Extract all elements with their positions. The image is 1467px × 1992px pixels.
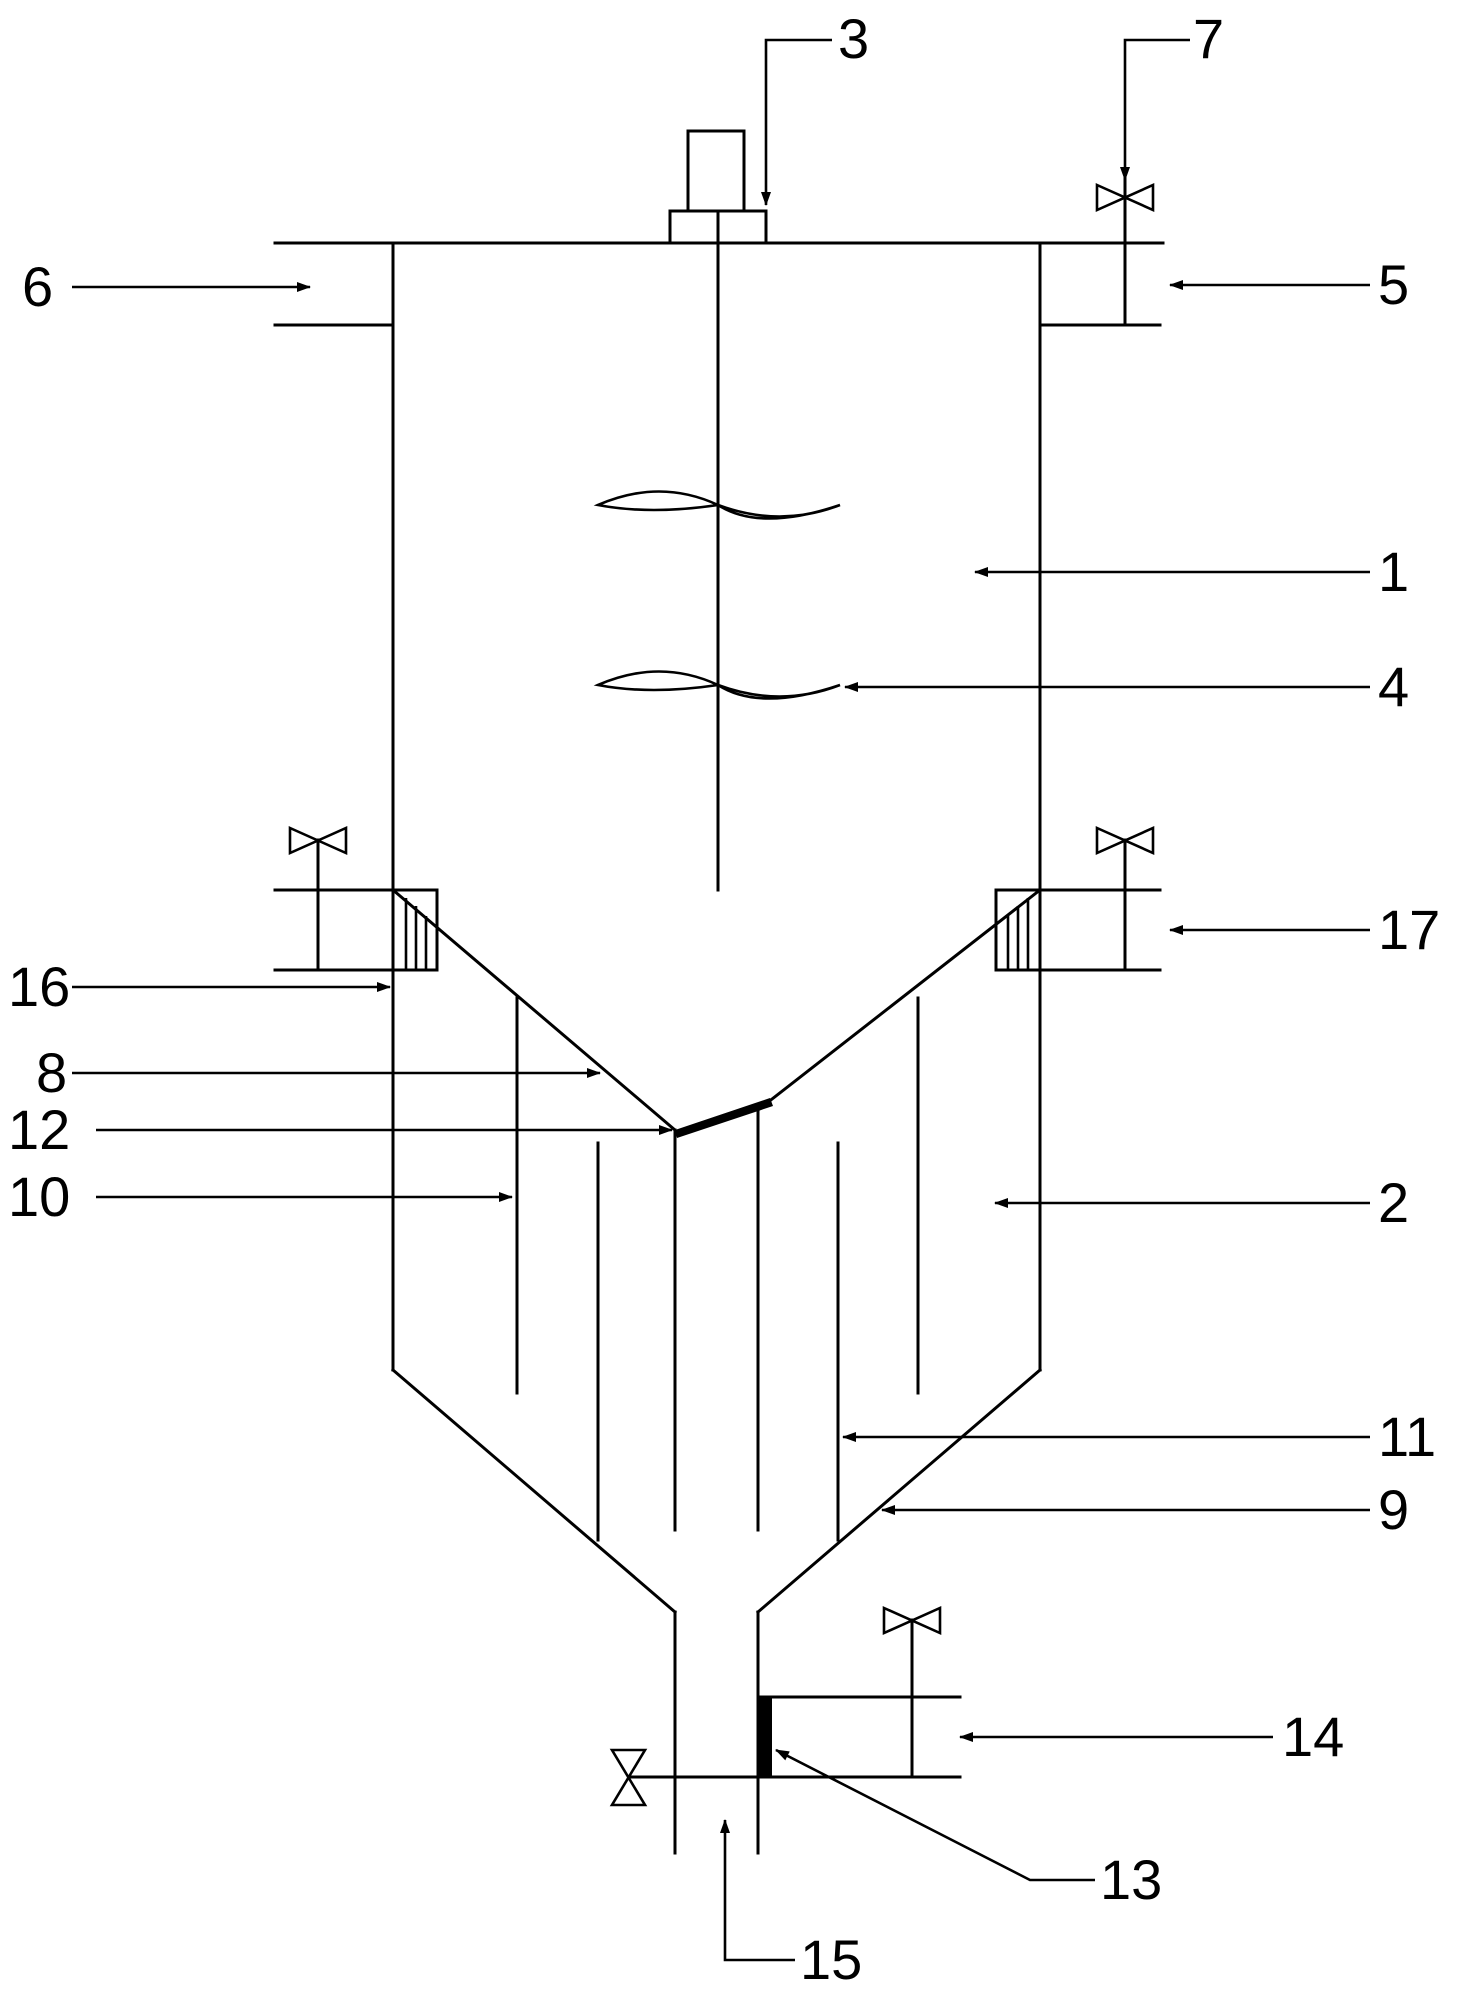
- valve-left-mid: [288, 825, 348, 972]
- label-2: 2: [1378, 1171, 1409, 1234]
- label-3: 3: [838, 7, 869, 70]
- label-10: 10: [8, 1165, 70, 1228]
- distributor-left: [391, 888, 439, 972]
- label-7: 7: [1193, 7, 1224, 70]
- labels: 3 7 6 5 1 4 17 16 8 12 10 2 11 9 14 13 1…: [8, 7, 1440, 1991]
- label-8: 8: [36, 1041, 67, 1104]
- nozzle-left-mid: [273, 888, 395, 972]
- label-12: 12: [8, 1098, 70, 1161]
- label-14: 14: [1282, 1705, 1344, 1768]
- label-5: 5: [1378, 253, 1409, 316]
- flap-valve: [675, 1098, 773, 1138]
- distributor-right: [994, 888, 1042, 972]
- label-11: 11: [1378, 1405, 1436, 1468]
- label-15: 15: [800, 1928, 862, 1991]
- baffles: [515, 996, 920, 1542]
- inner-cone: [390, 887, 1043, 1532]
- vessel-body: [273, 241, 1165, 1855]
- nozzle-14: [628, 1695, 962, 1779]
- label-13: 13: [1100, 1848, 1162, 1911]
- valve-outlet: [609, 1748, 648, 1807]
- valve-7: [1095, 173, 1155, 327]
- valve-17: [1095, 825, 1155, 972]
- agitator-blades: [593, 490, 841, 700]
- label-16: 16: [8, 955, 70, 1018]
- leader-lines: [72, 38, 1370, 1962]
- label-4: 4: [1378, 655, 1409, 718]
- nozzle-17: [1038, 888, 1162, 972]
- label-17: 17: [1378, 898, 1440, 961]
- valve-14: [882, 1605, 942, 1779]
- seal-block: [758, 1697, 772, 1777]
- label-9: 9: [1378, 1478, 1409, 1541]
- label-6: 6: [22, 255, 53, 318]
- label-1: 1: [1378, 540, 1409, 603]
